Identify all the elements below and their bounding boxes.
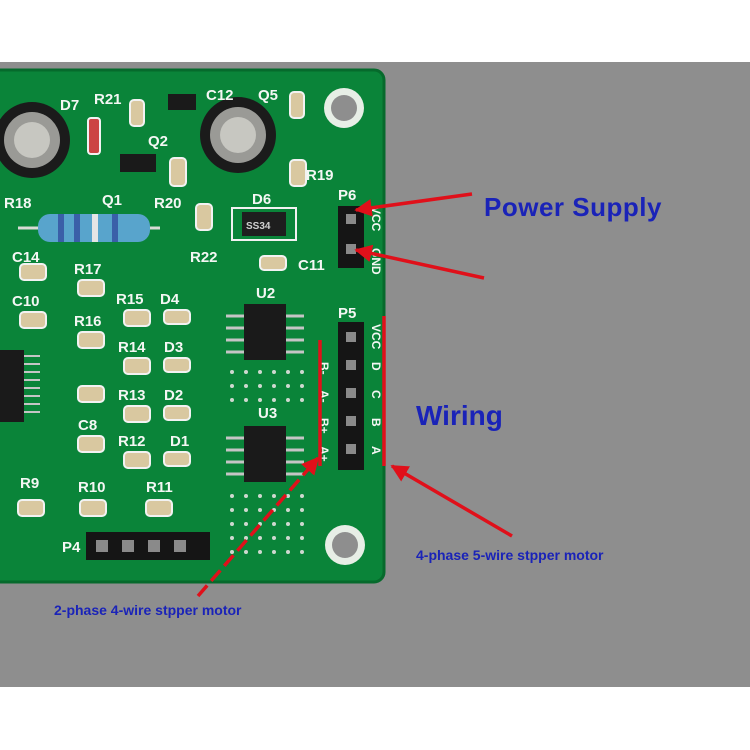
power-arrow-vcc	[354, 192, 473, 217]
transistor-top	[168, 94, 196, 110]
chip-u3	[226, 426, 304, 482]
wiring-label: Wiring	[416, 400, 503, 431]
silk-d6: D6	[252, 191, 271, 208]
silk-r20: R20	[154, 195, 182, 212]
annotation-overlays	[196, 192, 513, 598]
motor-4wire-arrow	[196, 456, 320, 598]
power-supply-label: Power Supply	[484, 192, 662, 222]
mounting-hole-top	[324, 88, 364, 128]
silk-d3: D3	[164, 339, 183, 356]
p5-pin-b: B	[369, 418, 383, 427]
silk-d4: D4	[160, 291, 180, 308]
silk-p5: P5	[338, 305, 356, 322]
motor-5wire-label: 4-phase 5-wire stpper motor	[416, 547, 604, 563]
silk-c8: C8	[78, 417, 97, 434]
silk-u2: U2	[256, 285, 275, 302]
silk-c14: C14	[12, 249, 40, 266]
silk-c12: C12	[206, 87, 234, 104]
p5-pin-a: A	[369, 446, 383, 455]
silk-r16: R16	[74, 313, 102, 330]
silk-p6: P6	[338, 187, 356, 204]
transistor-q2	[120, 154, 156, 172]
silkscreen-labels: D7 R21 C12 Q5 Q2 R19 R18 Q1 R20 D6 P6 R2…	[4, 87, 356, 556]
silk-r15: R15	[116, 291, 144, 308]
p5-pin-c: C	[369, 390, 383, 399]
silk-c10: C10	[12, 293, 40, 310]
silk-d7: D7	[60, 97, 79, 114]
p5-pin-vcc: VCC	[369, 324, 383, 350]
silk-d1: D1	[170, 433, 189, 450]
header-p5	[338, 322, 364, 470]
header-p6	[338, 206, 364, 268]
silk-q2: Q2	[148, 133, 168, 150]
p5-pin-d: D	[369, 362, 383, 371]
silk-r13: R13	[118, 387, 146, 404]
mounting-hole-bottom	[325, 525, 365, 565]
smd-components	[17, 91, 307, 517]
silk-p4: P4	[62, 539, 81, 556]
silk-r14: R14	[118, 339, 146, 356]
silk-r9: R9	[20, 475, 39, 492]
silk-r12: R12	[118, 433, 146, 450]
silk-r18: R18	[4, 195, 32, 212]
chip-u2	[226, 304, 304, 360]
silk-d2: D2	[164, 387, 183, 404]
motor-4wire-label: 2-phase 4-wire stpper motor	[54, 602, 242, 618]
silk-r11: R11	[146, 479, 173, 496]
silk-r19: R19	[306, 167, 334, 184]
silk-r10: R10	[78, 479, 106, 496]
through-hole-resistor	[18, 214, 160, 242]
silk-c11: C11	[298, 257, 325, 274]
power-arrow-gnd	[354, 244, 485, 280]
silk-r22: R22	[190, 249, 218, 266]
silk-r17: R17	[74, 261, 102, 278]
schottky-diode	[231, 207, 297, 241]
silk-u3: U3	[258, 405, 277, 422]
silk-r21: R21	[94, 91, 122, 108]
silk-q1: Q1	[102, 192, 122, 209]
electrolytic-capacitor-right	[200, 97, 276, 173]
header-p4	[86, 532, 210, 560]
chip-left-edge	[0, 350, 40, 422]
via-grid	[230, 370, 304, 554]
electrolytic-capacitor-left	[0, 102, 70, 178]
motor-5wire-arrow	[390, 464, 513, 538]
p6-pin-vcc: VCC	[369, 206, 383, 232]
silk-ss34: SS34	[246, 221, 271, 232]
silk-q5: Q5	[258, 87, 278, 104]
